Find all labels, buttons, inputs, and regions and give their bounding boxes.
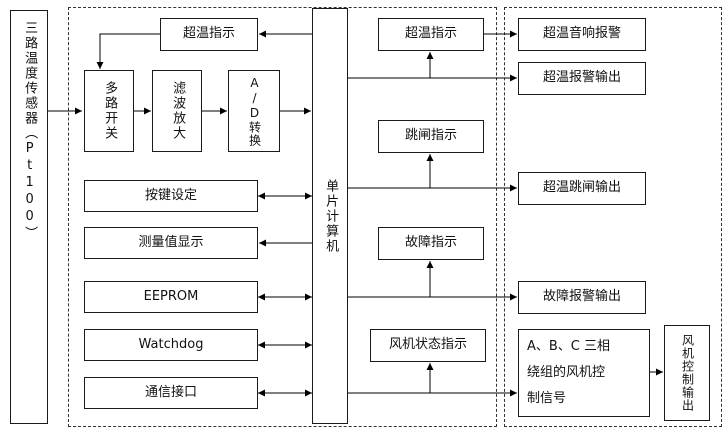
- output-region: [504, 7, 722, 427]
- filter-amp-label: 滤波放大: [170, 81, 186, 141]
- filter-amp-box: 滤波放大: [152, 70, 202, 152]
- trip-indicator-box: 跳闸指示: [378, 120, 484, 153]
- fan-status-indicator-label: 风机状态指示: [388, 337, 467, 353]
- overtemp-indicator-top-label: 超温指示: [182, 26, 235, 42]
- fan-control-output-label: 风机控制输出: [680, 334, 695, 412]
- overtemp-indicator-box: 超温指示: [378, 18, 484, 51]
- eeprom-box: EEPROM: [84, 281, 258, 313]
- eeprom-label: EEPROM: [143, 288, 199, 304]
- mcu-label: 单片计算机: [323, 178, 339, 254]
- trip-indicator-label: 跳闸指示: [404, 128, 457, 144]
- overtemp-audible-alarm-box: 超温音响报警: [518, 18, 646, 51]
- key-setting-label: 按键设定: [144, 187, 197, 203]
- fan-status-indicator-box: 风机状态指示: [370, 329, 486, 362]
- overtemp-indicator-top-box: 超温指示: [160, 18, 258, 51]
- fan-control-signal-label: A、B、C 三相 绕组的风机控 制信号: [527, 339, 611, 406]
- comm-interface-label: 通信接口: [144, 384, 197, 400]
- overtemp-trip-output-label: 超温跳闸输出: [542, 180, 621, 196]
- overtemp-indicator-label: 超温指示: [404, 26, 457, 42]
- sensor-box: 三路温度传感器（Pt100）: [10, 10, 48, 424]
- overtemp-alarm-output-box: 超温报警输出: [518, 62, 646, 95]
- watchdog-label: Watchdog: [138, 336, 204, 352]
- overtemp-trip-output-box: 超温跳闸输出: [518, 172, 646, 205]
- adc-label: A/D转换: [247, 75, 262, 147]
- fan-control-output-box: 风机控制输出: [664, 325, 710, 421]
- processing-region: [68, 7, 497, 427]
- fault-indicator-box: 故障指示: [378, 227, 484, 260]
- fault-alarm-output-label: 故障报警输出: [542, 289, 621, 305]
- adc-box: A/D转换: [228, 70, 280, 152]
- measurement-display-label: 测量值显示: [138, 234, 204, 250]
- fan-control-signal-box: A、B、C 三相 绕组的风机控 制信号: [518, 329, 650, 417]
- sensor-label: 三路温度传感器（Pt100）: [22, 21, 38, 241]
- overtemp-alarm-output-label: 超温报警输出: [542, 70, 621, 86]
- mux-box: 多路开关: [84, 70, 134, 152]
- mux-label: 多路开关: [102, 81, 118, 141]
- overtemp-audible-alarm-label: 超温音响报警: [542, 26, 621, 42]
- measurement-display-box: 测量值显示: [84, 227, 258, 259]
- watchdog-box: Watchdog: [84, 329, 258, 361]
- fault-indicator-label: 故障指示: [404, 235, 457, 251]
- fault-alarm-output-box: 故障报警输出: [518, 281, 646, 314]
- comm-interface-box: 通信接口: [84, 377, 258, 409]
- mcu-box: 单片计算机: [312, 8, 348, 424]
- key-setting-box: 按键设定: [84, 180, 258, 212]
